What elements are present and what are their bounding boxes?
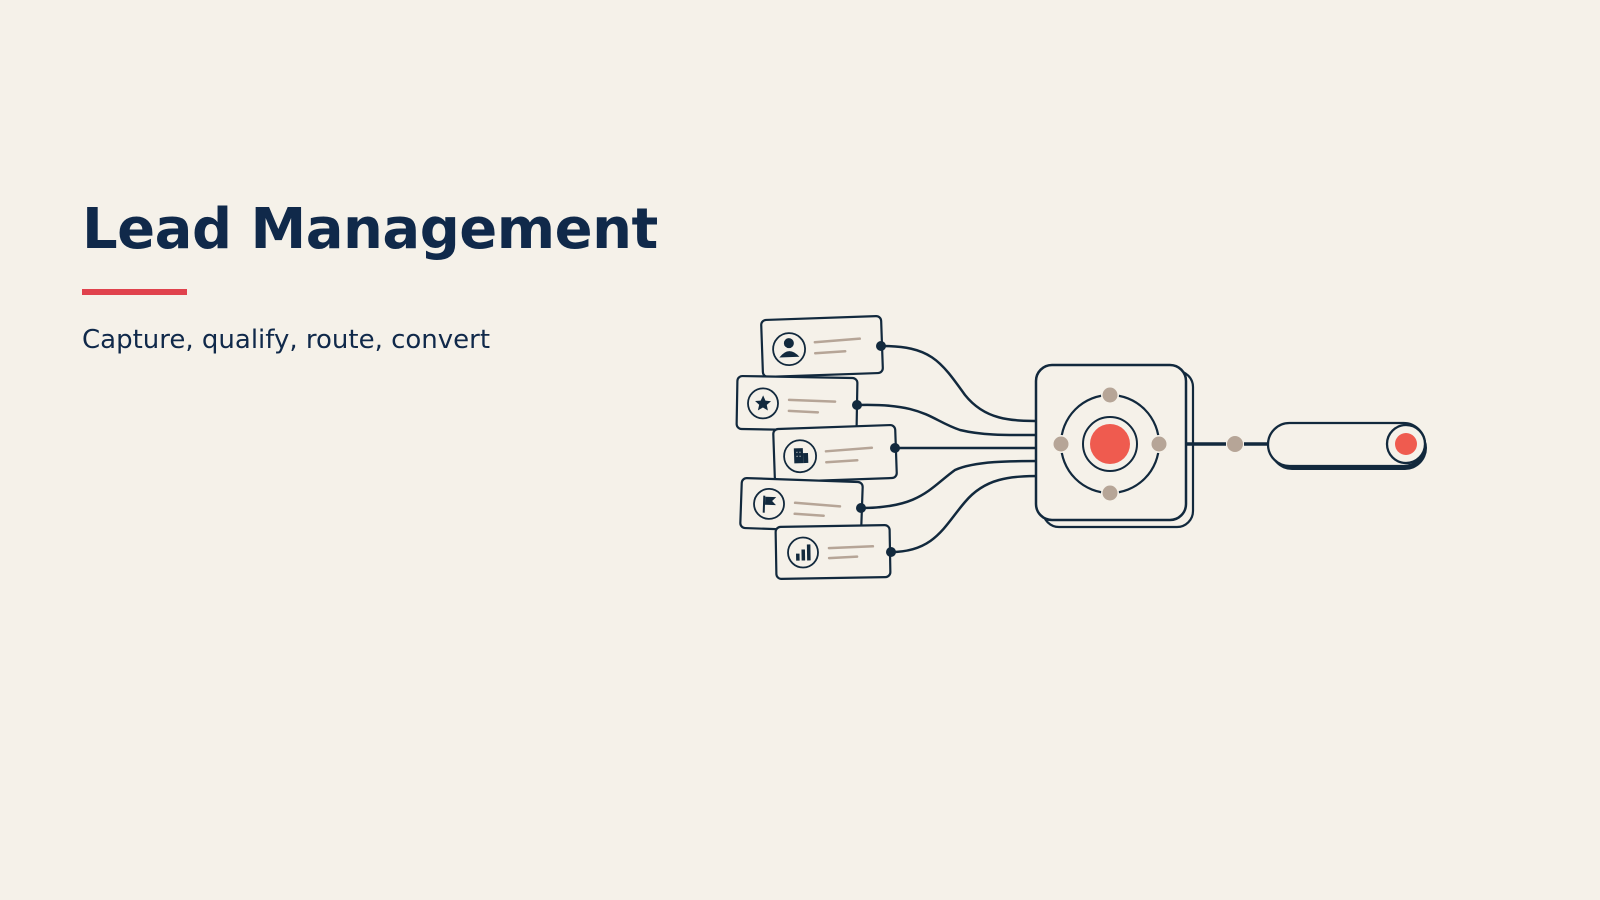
hub-node	[1102, 387, 1118, 403]
user-icon	[772, 332, 806, 367]
hub-box	[1034, 363, 1195, 529]
hub-node	[1151, 436, 1167, 452]
bar-chart-icon	[787, 536, 819, 569]
card-text-line	[824, 446, 874, 453]
card-text-line	[793, 501, 842, 508]
source-card-star	[735, 374, 859, 433]
lead-flow-illustration	[735, 314, 1427, 581]
output-connector	[1186, 436, 1270, 452]
card-text-line	[787, 398, 837, 403]
pill-knob-dot	[1395, 433, 1417, 455]
card-text-line	[827, 545, 875, 550]
connector-dot	[856, 503, 866, 513]
card-text-line	[793, 512, 825, 518]
target-icon	[1052, 386, 1168, 502]
connector-dot	[876, 341, 886, 351]
connector-dot	[852, 400, 862, 410]
card-text-line	[813, 349, 847, 355]
connector-line	[880, 344, 1043, 423]
connector-line	[860, 459, 1043, 510]
connector-dot	[886, 547, 896, 557]
building-icon	[783, 439, 817, 474]
connector-lines	[856, 344, 1043, 554]
slide-subtitle: Capture, qualify, route, convert	[82, 325, 491, 355]
card-text-line	[813, 337, 862, 344]
title-underline	[82, 289, 187, 295]
hub-node	[1053, 436, 1069, 452]
hub-node	[1102, 485, 1118, 501]
source-card-flag	[739, 476, 864, 534]
connector-line	[856, 403, 1043, 437]
connector-node	[1227, 436, 1243, 452]
star-icon	[747, 387, 779, 420]
card-text-line	[825, 458, 859, 464]
connector-line	[890, 474, 1043, 554]
source-card-building	[772, 423, 898, 484]
source-card-user	[760, 314, 884, 379]
source-card-chart	[774, 523, 892, 581]
flag-icon	[753, 487, 785, 520]
connector-dot	[890, 443, 900, 453]
card-text-line	[787, 409, 820, 414]
slide-title: Lead Management	[82, 197, 658, 262]
card-text-line	[827, 555, 859, 560]
toggle-pill-icon	[1266, 421, 1427, 470]
hub-core	[1090, 424, 1130, 464]
